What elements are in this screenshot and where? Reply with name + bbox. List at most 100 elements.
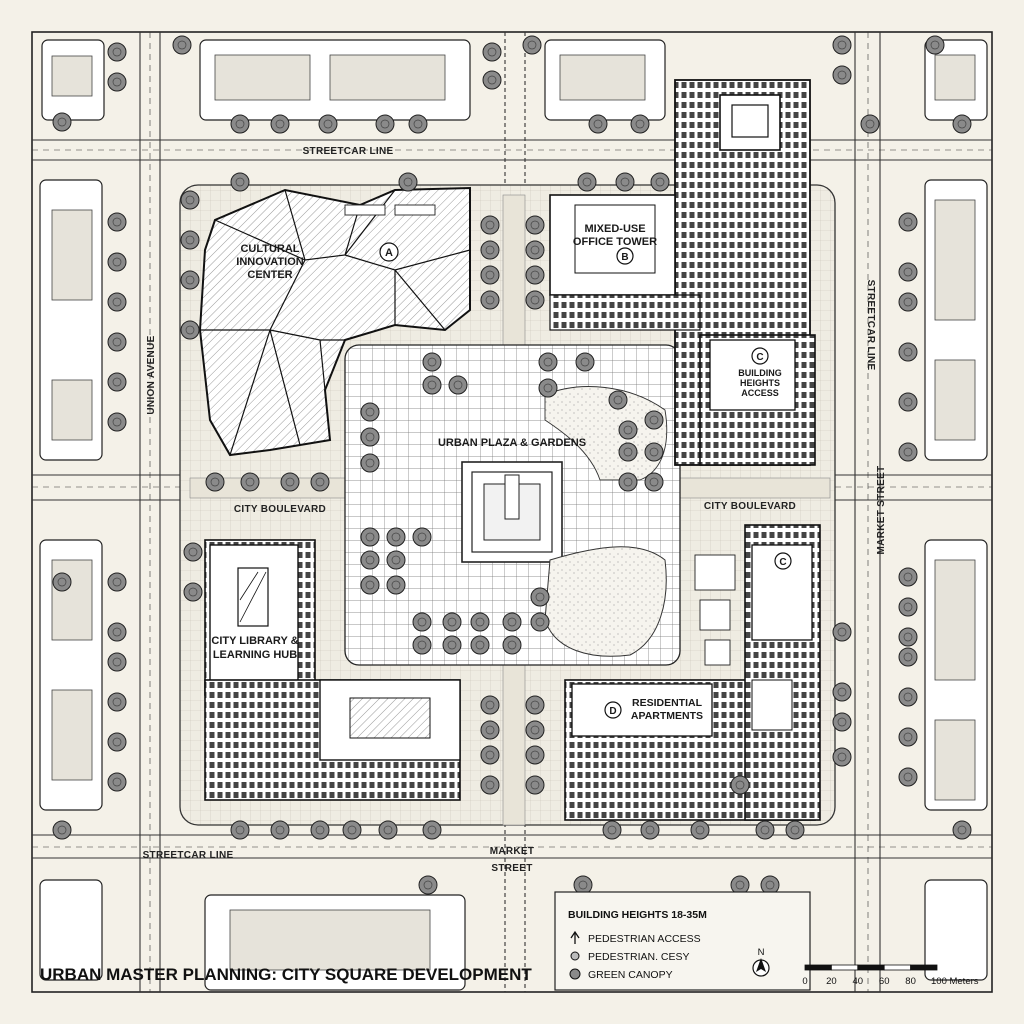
- tree: [442, 635, 462, 655]
- tree: [730, 875, 750, 895]
- tree: [630, 114, 650, 134]
- tree-core: [112, 377, 122, 387]
- streetcar-line-right: STREETCAR LINE: [865, 280, 876, 371]
- tree-core: [112, 77, 122, 87]
- tree-core: [112, 737, 122, 747]
- tree-core: [112, 257, 122, 267]
- tree: [525, 745, 545, 765]
- tree-core: [903, 602, 913, 612]
- tree-core: [507, 640, 517, 650]
- tree: [898, 342, 918, 362]
- tree-core: [112, 337, 122, 347]
- tree-core: [57, 577, 67, 587]
- tree: [690, 820, 710, 840]
- marker-c-east-letter: C: [779, 557, 786, 568]
- scale-segment: [831, 964, 859, 971]
- tree-core: [112, 697, 122, 707]
- tree-core: [735, 780, 745, 790]
- tree: [107, 332, 127, 352]
- tree: [644, 442, 664, 462]
- marker-c-east: [774, 552, 792, 570]
- office-label-1: MIXED-USE: [584, 223, 645, 235]
- heights-label-2: HEIGHTS: [740, 378, 780, 388]
- legend-item-2: PEDESTRIAN. CESY: [588, 951, 690, 963]
- library-label-2: LEARNING HUB: [213, 649, 297, 661]
- library-label-1: CITY LIBRARY &: [211, 635, 298, 647]
- tree-core: [535, 592, 545, 602]
- scale-tick-label: 100 Meters: [931, 976, 979, 987]
- market-street-right: MARKET STREET: [876, 466, 887, 555]
- legend-ped-circle-icon: [570, 951, 580, 961]
- tree: [898, 212, 918, 232]
- tree-core: [57, 825, 67, 835]
- tree-core: [903, 217, 913, 227]
- tree-core: [903, 397, 913, 407]
- tree: [530, 612, 550, 632]
- tree-core: [365, 432, 375, 442]
- tree-core: [535, 617, 545, 627]
- tree-core: [485, 220, 495, 230]
- tree: [107, 772, 127, 792]
- tree: [386, 550, 406, 570]
- tree: [522, 35, 542, 55]
- tree: [832, 712, 852, 732]
- map-title: URBAN MASTER PLANNING: CITY SQUARE DEVEL…: [40, 965, 532, 984]
- tree: [832, 622, 852, 642]
- tree: [360, 550, 380, 570]
- tree-core: [930, 40, 940, 50]
- residential-apartments: [564, 524, 821, 821]
- tree: [107, 732, 127, 752]
- tree: [442, 612, 462, 632]
- tree-core: [427, 380, 437, 390]
- tree: [422, 352, 442, 372]
- tree: [270, 114, 290, 134]
- tree-core: [543, 383, 553, 393]
- tree-core: [623, 447, 633, 457]
- tree: [378, 820, 398, 840]
- tree-core: [275, 825, 285, 835]
- tree: [860, 114, 880, 134]
- tree-core: [403, 177, 413, 187]
- tree-canopy: [52, 35, 972, 895]
- marker-a: [379, 242, 399, 262]
- tree-core: [391, 532, 401, 542]
- tree-core: [530, 780, 540, 790]
- tree-core: [417, 532, 427, 542]
- tree: [618, 420, 638, 440]
- tree-core: [607, 825, 617, 835]
- tree-core: [485, 700, 495, 710]
- tree: [898, 687, 918, 707]
- tree: [832, 65, 852, 85]
- tree-core: [427, 825, 437, 835]
- tree: [640, 820, 660, 840]
- tree-core: [365, 555, 375, 565]
- tree: [832, 682, 852, 702]
- road-network: [32, 32, 992, 992]
- marker-c-letter: C: [756, 352, 763, 363]
- tree: [52, 820, 72, 840]
- tree: [525, 695, 545, 715]
- legend-tree-icon: [569, 968, 581, 980]
- city-boulevard-right: CITY BOULEVARD: [704, 501, 796, 512]
- tree-core: [112, 777, 122, 787]
- tree-core: [837, 70, 847, 80]
- tree-core: [649, 477, 659, 487]
- tree-core: [649, 447, 659, 457]
- tree: [480, 240, 500, 260]
- tree: [898, 567, 918, 587]
- tree: [925, 35, 945, 55]
- tree: [230, 172, 250, 192]
- tree: [602, 820, 622, 840]
- legend-arrow-icon: [570, 930, 580, 944]
- tree-core: [185, 195, 195, 205]
- tree-core: [903, 447, 913, 457]
- tree-core: [323, 119, 333, 129]
- tree-core: [485, 270, 495, 280]
- tree-core: [530, 245, 540, 255]
- tree-core: [530, 750, 540, 760]
- tree-core: [347, 825, 357, 835]
- streetcar-line-bottom: STREETCAR LINE: [143, 850, 234, 861]
- tree: [538, 352, 558, 372]
